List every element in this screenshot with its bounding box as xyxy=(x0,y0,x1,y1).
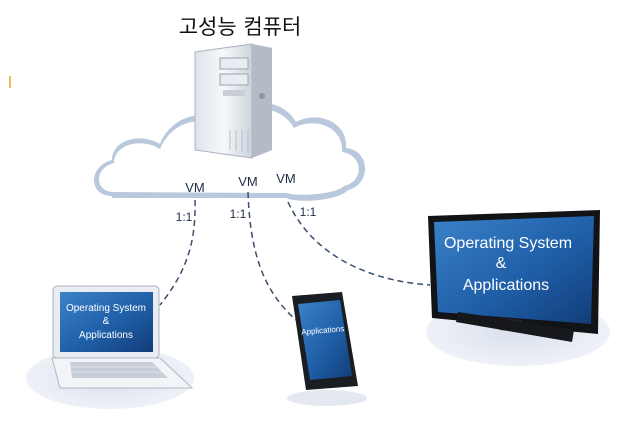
server-tower-icon xyxy=(194,43,272,159)
laptop-screen-line-3: Applications xyxy=(79,330,133,341)
tablet-screen-line-1: Applications xyxy=(301,324,345,337)
laptop-screen-line-2: & xyxy=(103,316,110,327)
edge-tick-mark xyxy=(9,76,11,88)
ratio-label-2: 1:1 xyxy=(230,207,247,221)
diagram-title: 고성능 컴퓨터 xyxy=(179,15,302,39)
tv-screen-line-2: & xyxy=(496,255,507,272)
laptop-icon: Operating System & Applications xyxy=(51,285,194,389)
tv-screen-line-3: Applications xyxy=(463,277,549,294)
tv-screen xyxy=(434,216,594,324)
laptop-screen xyxy=(60,292,153,352)
connection-lines xyxy=(159,191,431,321)
connector-laptop xyxy=(159,199,196,306)
tv-screen-line-1: Operating System xyxy=(444,235,572,252)
tablet-screen xyxy=(298,300,352,380)
tablet-icon: Applications xyxy=(292,292,358,390)
ratio-label-1: 1:1 xyxy=(176,210,193,224)
vm-label-1: VM xyxy=(185,180,205,195)
tablet-shadow xyxy=(287,390,367,406)
laptop-screen-line-1: Operating System xyxy=(66,303,146,314)
tv-icon: Operating System & Applications xyxy=(428,210,600,342)
ratio-label-3: 1:1 xyxy=(300,205,317,219)
connector-tablet xyxy=(247,191,297,321)
vm-label-2: VM xyxy=(238,174,258,189)
vm-label-3: VM xyxy=(276,171,296,186)
